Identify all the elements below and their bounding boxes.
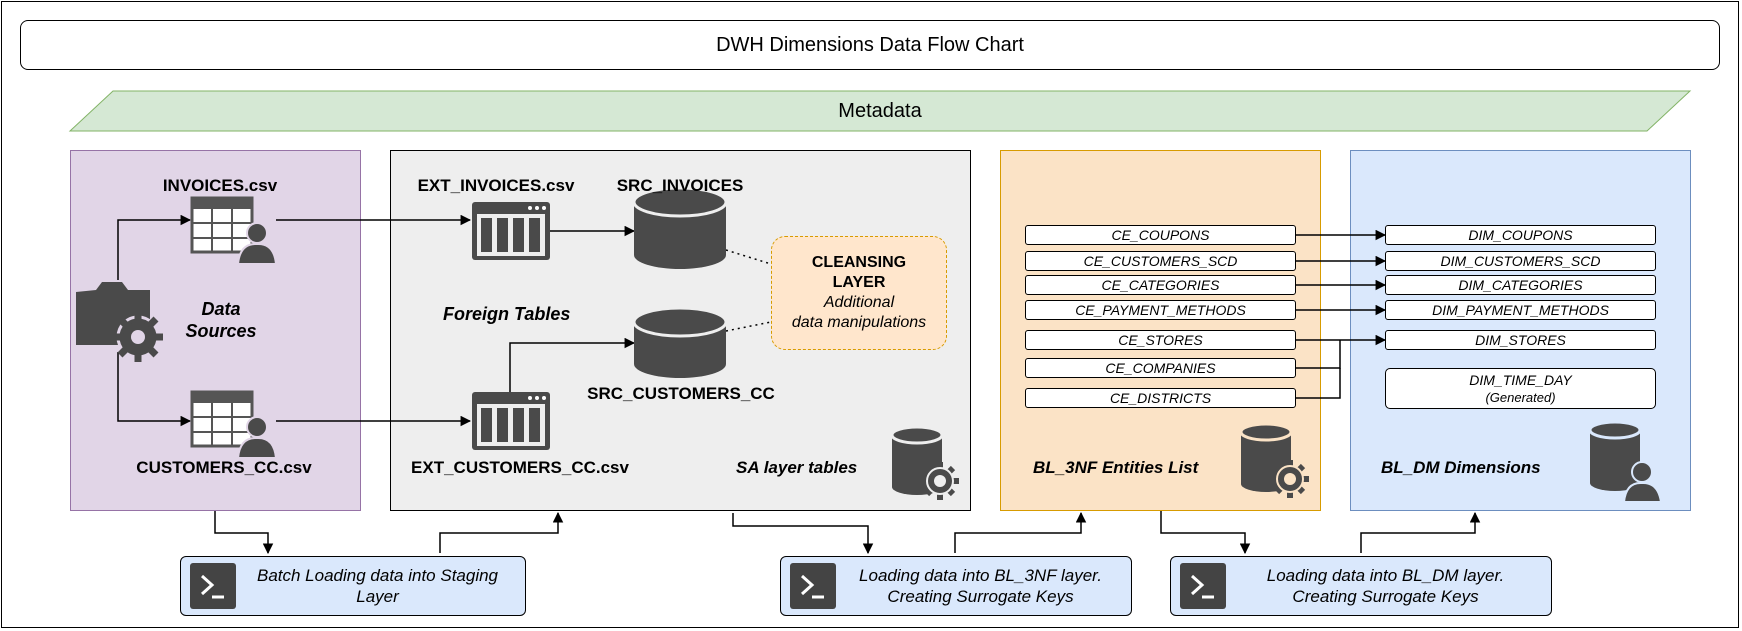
bl3nf-label: BL_3NF Entities List — [1033, 458, 1199, 477]
window-icon-ext-customers — [472, 392, 550, 450]
dim-categories: DIM_CATEGORIES — [1385, 275, 1656, 295]
data-sources-label: Data Sources — [185, 299, 257, 341]
metadata-label: Metadata — [838, 99, 922, 122]
arrow-sources-to-batch — [214, 511, 274, 555]
entity-ce-customers-scd: CE_CUSTOMERS_SCD — [1025, 251, 1296, 271]
process-batch-loading: Batch Loading data into Staging Layer — [180, 556, 526, 616]
cleansing-layer-box: CLEANSING LAYER Additional data manipula… — [771, 236, 947, 350]
database-icon-src-customers — [632, 306, 728, 378]
arrow-folder-to-invoices — [117, 214, 192, 280]
file-label-invoices: INVOICES.csv — [162, 176, 278, 195]
line-ce-companies — [1296, 340, 1341, 369]
arrow-ext-to-src-customers — [509, 337, 636, 392]
src-invoices-label: SRC_INVOICES — [616, 176, 744, 195]
entity-ce-stores: CE_STORES — [1025, 330, 1296, 350]
arrow-batch-to-staging — [439, 511, 564, 553]
dim-coupons: DIM_COUPONS — [1385, 225, 1656, 245]
foreign-tables-label: Foreign Tables — [443, 304, 571, 324]
entity-ce-categories: CE_CATEGORIES — [1025, 275, 1296, 295]
folder-gear-icon — [76, 282, 163, 362]
arrow-bl3nf-to-bldm-proc — [1160, 511, 1251, 555]
process-load-bl3nf-label: Loading data into BL_3NF layer. Creating… — [859, 566, 1102, 606]
arrow-folder-to-customers — [117, 352, 192, 427]
database-gear-icon-sa — [890, 425, 959, 500]
process-load-bldm: Loading data into BL_DM layer. Creating … — [1170, 556, 1552, 616]
terminal-icon — [190, 563, 236, 609]
dotted-src-invoices-cleansing — [725, 249, 772, 265]
bldm-label: BL_DM Dimensions — [1381, 458, 1541, 477]
window-icon-ext-invoices — [472, 202, 550, 260]
ext-customers-label: EXT_CUSTOMERS_CC.csv — [411, 458, 629, 477]
process-load-bldm-label: Loading data into BL_DM layer. Creating … — [1266, 566, 1505, 606]
entity-ce-districts: CE_DISTRICTS — [1025, 388, 1296, 408]
arrow-bldm-proc-to-panel — [1360, 511, 1481, 553]
dim-time-day-note: (Generated) — [1485, 389, 1556, 405]
line-ce-districts — [1296, 368, 1341, 399]
cleansing-title: CLEANSING LAYER — [811, 254, 907, 291]
file-label-customers: CUSTOMERS_CC.csv — [136, 458, 312, 477]
arrow-bl3nf-proc-to-panel — [954, 511, 1087, 553]
ext-invoices-label: EXT_INVOICES.csv — [417, 176, 575, 195]
terminal-icon — [1180, 563, 1226, 609]
database-gear-icon-bl3nf — [1239, 422, 1309, 498]
dim-time-day: DIM_TIME_DAY (Generated) — [1385, 368, 1656, 409]
dim-stores: DIM_STORES — [1385, 330, 1656, 350]
arrow-staging-to-bl3nf-proc — [732, 513, 874, 555]
csv-table-user-icon-invoices — [190, 196, 278, 265]
src-customers-label: SRC_CUSTOMERS_CC — [587, 384, 775, 403]
sa-layer-label: SA layer tables — [736, 458, 858, 477]
process-load-bl3nf: Loading data into BL_3NF layer. Creating… — [780, 556, 1132, 616]
database-icon-src-invoices — [632, 186, 728, 269]
process-batch-loading-label: Batch Loading data into Staging Layer — [256, 566, 499, 606]
csv-table-user-icon-customers — [190, 390, 278, 459]
terminal-icon — [790, 563, 836, 609]
dim-time-day-name: DIM_TIME_DAY — [1469, 371, 1572, 388]
diagram-title: DWH Dimensions Data Flow Chart — [20, 20, 1720, 70]
dim-customers-scd: DIM_CUSTOMERS_SCD — [1385, 251, 1656, 271]
entity-ce-payment-methods: CE_PAYMENT_METHODS — [1025, 300, 1296, 320]
cleansing-description: Additional data manipulations — [791, 294, 927, 331]
dotted-src-customers-cleansing — [725, 321, 772, 332]
dim-payment-methods: DIM_PAYMENT_METHODS — [1385, 300, 1656, 320]
database-user-icon-bldm — [1588, 420, 1663, 503]
entity-ce-companies: CE_COMPANIES — [1025, 358, 1296, 378]
entity-ce-coupons: CE_COUPONS — [1025, 225, 1296, 245]
